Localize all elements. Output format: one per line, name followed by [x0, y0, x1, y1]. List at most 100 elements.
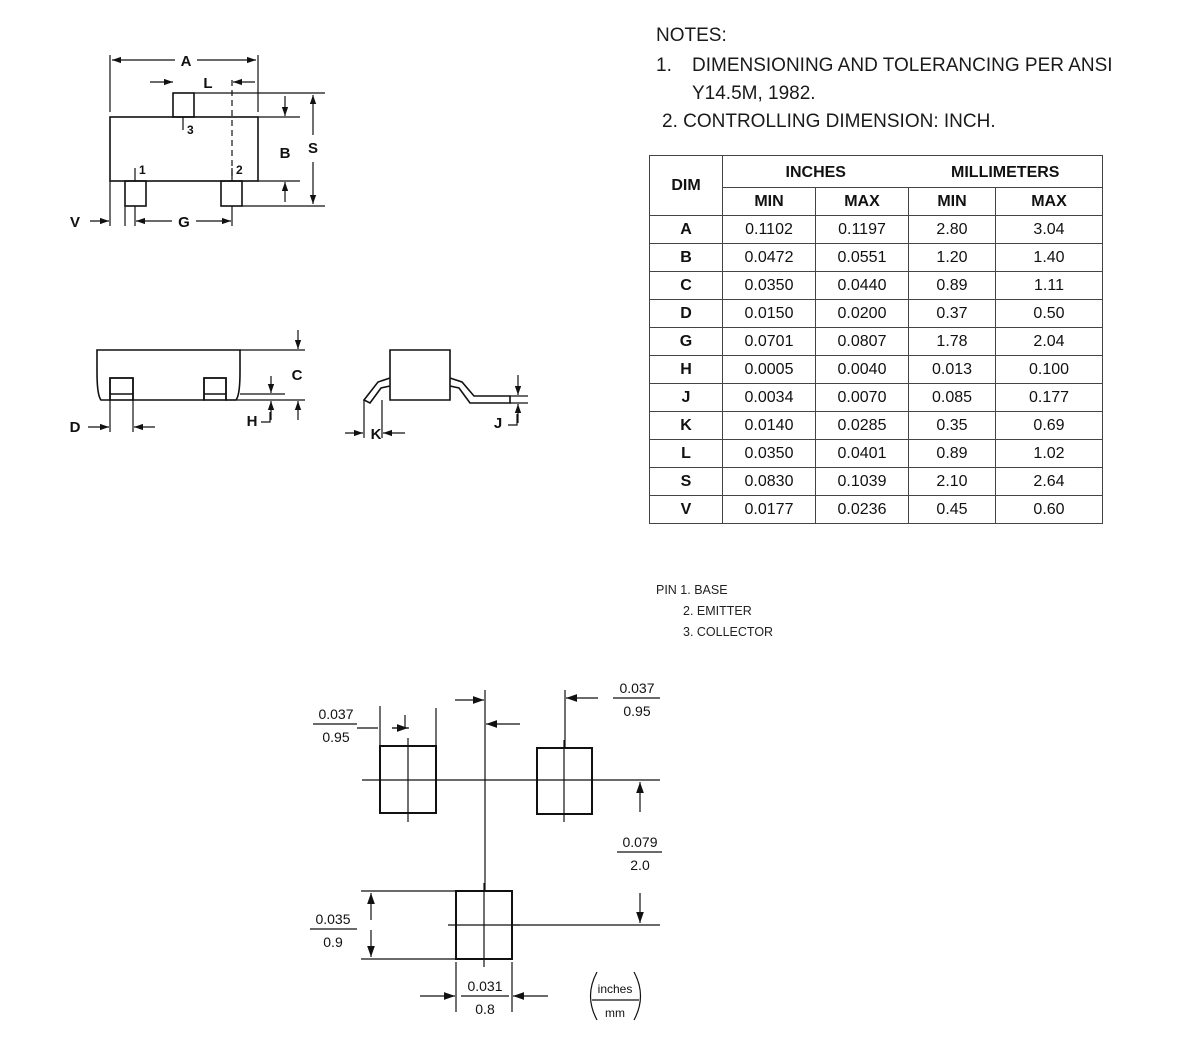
notes-heading: NOTES: — [656, 25, 727, 46]
label-s: S — [308, 140, 318, 157]
cell-mm-max: 2.64 — [995, 467, 1103, 496]
cell-in-max: 0.0401 — [815, 439, 909, 468]
cell-dim: G — [649, 327, 723, 356]
cell-mm-max: 1.11 — [995, 271, 1103, 300]
pin-3-label: 3. COLLECTOR — [683, 625, 774, 639]
units-legend: inches mm — [589, 971, 642, 1021]
end-body — [389, 349, 451, 401]
pad-left-width-in: 0.037 — [318, 706, 353, 722]
pad-right-width-mm: 0.95 — [623, 703, 650, 719]
cell-in-min: 0.1102 — [722, 215, 816, 244]
label-k: K — [371, 426, 382, 443]
cell-dim: A — [649, 215, 723, 244]
cell-mm-max: 2.04 — [995, 327, 1103, 356]
legend-inches: inches — [598, 982, 633, 996]
pin-2-number: 2 — [236, 163, 243, 177]
header-dim: DIM — [649, 155, 723, 216]
cell-mm-min: 1.20 — [908, 243, 996, 272]
cell-mm-max: 1.02 — [995, 439, 1103, 468]
dimensions-table: DIM INCHES MILLIMETERS MIN MAX MIN MAX A… — [649, 155, 1103, 524]
cell-in-max: 0.0040 — [815, 355, 909, 384]
pin-1-lead — [124, 180, 147, 207]
pin-3-lead — [172, 92, 195, 118]
legend-mm: mm — [605, 1006, 625, 1020]
cell-mm-max: 3.04 — [995, 215, 1103, 244]
cell-dim: C — [649, 271, 723, 300]
pin-list: PIN 1. BASE 2. EMITTER 3. COLLECTOR — [656, 580, 773, 643]
side-lead-right — [203, 377, 227, 401]
cell-in-max: 0.0236 — [815, 495, 909, 524]
cell-in-min: 0.0350 — [722, 271, 816, 300]
cell-mm-min: 0.37 — [908, 299, 996, 328]
pin-3-number: 3 — [187, 123, 194, 137]
row-pitch-mm: 2.0 — [630, 857, 650, 873]
label-d: D — [70, 419, 81, 436]
cell-mm-min: 0.013 — [908, 355, 996, 384]
label-l: L — [203, 75, 212, 92]
cell-in-max: 0.0200 — [815, 299, 909, 328]
package-end-view: K J — [345, 349, 528, 443]
header-in-max: MAX — [815, 187, 909, 216]
cell-mm-min: 2.10 — [908, 467, 996, 496]
cell-dim: J — [649, 383, 723, 412]
row-pitch-in: 0.079 — [622, 834, 657, 850]
cell-in-min: 0.0034 — [722, 383, 816, 412]
cell-dim: L — [649, 439, 723, 468]
pad-height-in: 0.035 — [315, 911, 350, 927]
cell-in-min: 0.0177 — [722, 495, 816, 524]
note-1-text: DIMENSIONING AND TOLERANCING PER ANSI Y1… — [692, 55, 1113, 104]
label-b: B — [280, 145, 291, 162]
cell-mm-min: 0.89 — [908, 271, 996, 300]
cell-mm-min: 2.80 — [908, 215, 996, 244]
footprint-diagram: 0.037 0.95 0.037 0.95 0.079 2.0 0.035 0.… — [310, 680, 662, 1021]
cell-dim: V — [649, 495, 723, 524]
notes: NOTES: 1. DIMENSIONING AND TOLERANCING P… — [656, 22, 1186, 136]
label-j: J — [494, 415, 502, 432]
label-h: H — [247, 413, 258, 430]
cell-in-min: 0.0005 — [722, 355, 816, 384]
note-1: 1. DIMENSIONING AND TOLERANCING PER ANSI… — [656, 52, 1186, 108]
header-mm-max: MAX — [995, 187, 1103, 216]
cell-dim: B — [649, 243, 723, 272]
cell-dim: H — [649, 355, 723, 384]
label-a: A — [181, 53, 192, 70]
note-2: 2. CONTROLLING DIMENSION: INCH. — [662, 111, 996, 132]
note-1-number: 1. — [656, 55, 672, 76]
end-lead-right — [449, 377, 511, 404]
cell-dim: K — [649, 411, 723, 440]
cell-in-min: 0.0150 — [722, 299, 816, 328]
cell-mm-min: 0.085 — [908, 383, 996, 412]
cell-in-max: 0.1039 — [815, 467, 909, 496]
header-in-min: MIN — [722, 187, 816, 216]
pad-left-width-mm: 0.95 — [322, 729, 349, 745]
header-inches: INCHES — [722, 155, 909, 188]
cell-in-max: 0.0285 — [815, 411, 909, 440]
cell-mm-min: 0.45 — [908, 495, 996, 524]
cell-mm-min: 0.35 — [908, 411, 996, 440]
header-millimeters: MILLIMETERS — [908, 155, 1103, 188]
cell-in-min: 0.0350 — [722, 439, 816, 468]
side-body — [96, 349, 241, 401]
cell-in-max: 0.0551 — [815, 243, 909, 272]
cell-dim: D — [649, 299, 723, 328]
cell-in-min: 0.0472 — [722, 243, 816, 272]
cell-in-max: 0.1197 — [815, 215, 909, 244]
package-top-view: A L B S V G 3 1 2 — [70, 53, 325, 231]
pad-width-in: 0.031 — [467, 978, 502, 994]
cell-in-max: 0.0440 — [815, 271, 909, 300]
package-side-view: C H D — [70, 330, 305, 436]
label-g: G — [178, 214, 190, 231]
label-v: V — [70, 214, 80, 231]
cell-mm-min: 1.78 — [908, 327, 996, 356]
end-lead-left — [362, 377, 391, 405]
pin-1-number: 1 — [139, 163, 146, 177]
cell-mm-max: 0.50 — [995, 299, 1103, 328]
cell-mm-max: 1.40 — [995, 243, 1103, 272]
pad-right-width-in: 0.037 — [619, 680, 654, 696]
